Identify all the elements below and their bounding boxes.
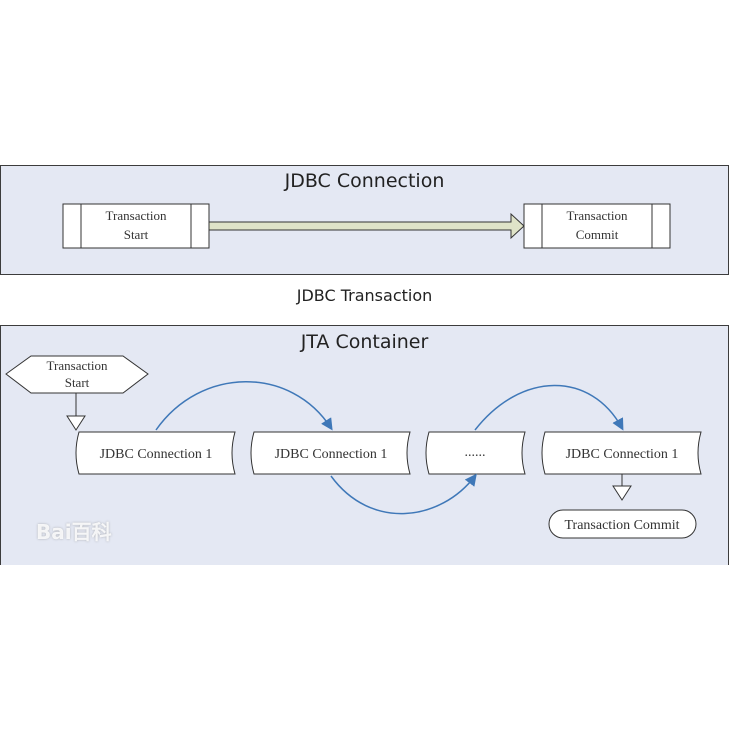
jta-transaction-commit-shape: Transaction Commit (548, 509, 697, 539)
jta-start-line1: Transaction (47, 358, 108, 373)
jdbc-connection-panel: JDBC Connection Transaction Start Transa… (0, 165, 729, 275)
jta-container-title: JTA Container (300, 331, 429, 353)
conn4-label: JDBC Connection 1 (566, 447, 679, 462)
jdbc-commit-line2: Commit (576, 227, 619, 242)
start-connector-arrowhead (66, 415, 86, 431)
jdbc-start-line2: Start (124, 227, 149, 242)
arc-3-to-4 (474, 384, 624, 431)
conn1-label: JDBC Connection 1 (100, 447, 213, 462)
jta-jdbc-connection-box-4: JDBC Connection 1 (541, 431, 702, 475)
jdbc-connection-title: JDBC Connection (284, 170, 445, 192)
ellipsis-label: ...... (465, 445, 486, 460)
jta-ellipsis-box: ...... (425, 431, 526, 475)
jdbc-transaction-start-box: Transaction Start (62, 203, 210, 249)
jdbc-flow-arrow (208, 212, 525, 240)
jdbc-transaction-caption: JDBC Transaction (296, 286, 433, 305)
jta-jdbc-connection-box-1: JDBC Connection 1 (75, 431, 236, 475)
jta-container-diagram: Transaction Start JDBC Connection 1 JDBC… (5, 355, 702, 539)
jdbc-transaction-commit-box: Transaction Commit (523, 203, 671, 249)
jdbc-start-line1: Transaction (106, 208, 167, 223)
jta-transaction-start-shape: Transaction Start (5, 355, 149, 394)
baidu-watermark-logo: Bai百科 (36, 520, 112, 544)
arc-2-to-3 (330, 473, 477, 515)
arc-1-to-2 (155, 381, 333, 431)
jta-commit-label: Transaction Commit (565, 518, 680, 533)
jta-container-panel: JTA Container Transaction Start JDBC Con… (0, 325, 729, 565)
jta-start-line2: Start (65, 375, 90, 390)
jta-jdbc-connection-box-2: JDBC Connection 1 (250, 431, 411, 475)
conn2-label: JDBC Connection 1 (275, 447, 388, 462)
jdbc-connection-diagram: Transaction Start Transaction Commit (62, 203, 671, 249)
commit-connector-arrowhead (612, 485, 632, 501)
jdbc-commit-line1: Transaction (567, 208, 628, 223)
